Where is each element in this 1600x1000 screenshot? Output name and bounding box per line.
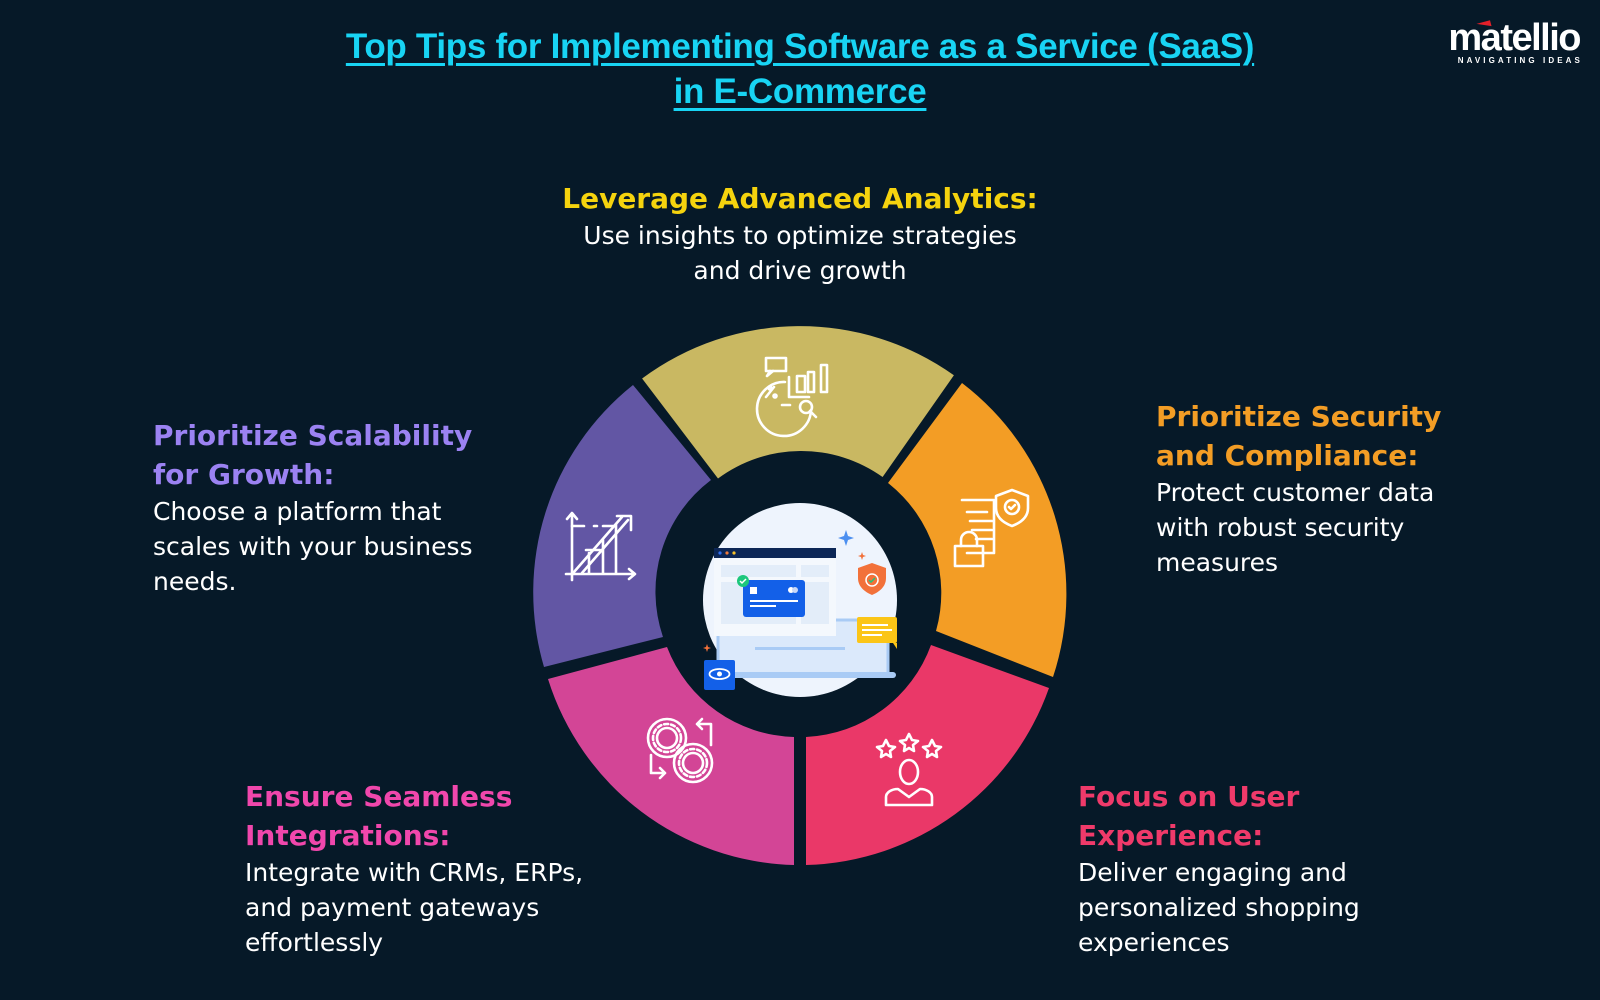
credit-card-icon <box>743 580 805 617</box>
logo-wordmark-text: matellio <box>1448 17 1581 59</box>
tip-scalability-heading-2: for Growth: <box>153 458 335 491</box>
tip-integrations-body-1: Integrate with CRMs, ERPs, <box>245 858 584 887</box>
shield-check-icon <box>858 563 886 595</box>
growth-chart-arrow-icon <box>564 511 637 582</box>
tip-security-body-3: measures <box>1156 548 1279 577</box>
tip-integrations: Ensure Seamless Integrations: Integrate … <box>245 777 583 960</box>
tip-scalability-body-1: Choose a platform that <box>153 497 442 526</box>
tip-scalability-body-2: scales with your business <box>153 532 473 561</box>
tip-analytics-heading: Leverage Advanced Analytics: <box>562 182 1038 215</box>
tip-integrations-body-3: effortlessly <box>245 928 384 957</box>
gears-sync-icon <box>646 717 714 784</box>
tip-scalability-heading-1: Prioritize Scalability <box>153 419 473 452</box>
tip-security-heading-2: and Compliance: <box>1156 439 1419 472</box>
tip-scalability-body-3: needs. <box>153 567 237 596</box>
tip-ux-body-2: personalized shopping <box>1078 893 1360 922</box>
tip-security-body-2: with robust security <box>1156 513 1405 542</box>
tip-security-body-1: Protect customer data <box>1156 478 1435 507</box>
document-shield-lock-icon <box>953 488 1030 568</box>
logo-tagline: NAVIGATING IDEAS <box>1457 56 1583 65</box>
tip-integrations-body-2: and payment gateways <box>245 893 540 922</box>
tip-security-heading-1: Prioritize Security <box>1156 400 1442 433</box>
tip-ux-body-1: Deliver engaging and <box>1078 858 1347 887</box>
sparkle-icon <box>838 530 854 546</box>
title-line-1: Top Tips for Implementing Software as a … <box>345 27 1255 66</box>
user-rating-stars-icon <box>875 732 943 807</box>
center-illustration <box>703 503 897 697</box>
brand-logo: matellio NAVIGATING IDEAS <box>1430 17 1583 65</box>
tip-analytics: Leverage Advanced Analytics: Use insight… <box>0 179 1600 288</box>
analytics-chart-icon <box>755 356 829 438</box>
page-title: Top Tips for Implementing Software as a … <box>0 24 1600 114</box>
title-line-2: in E-Commerce <box>673 72 927 111</box>
tip-analytics-body-2: and drive growth <box>693 256 907 285</box>
tip-ux: Focus on User Experience: Deliver engagi… <box>1078 777 1360 960</box>
tip-integrations-heading-2: Integrations: <box>245 819 451 852</box>
tip-integrations-heading-1: Ensure Seamless <box>245 780 513 813</box>
tip-security: Prioritize Security and Compliance: Prot… <box>1156 397 1441 580</box>
tip-ux-heading-1: Focus on User <box>1078 780 1300 813</box>
tip-ux-heading-2: Experience: <box>1078 819 1264 852</box>
tip-ux-body-3: experiences <box>1078 928 1230 957</box>
tip-scalability: Prioritize Scalability for Growth: Choos… <box>153 416 473 599</box>
logo-wordmark: matellio <box>1430 17 1581 59</box>
tip-analytics-body-1: Use insights to optimize strategies <box>583 221 1017 250</box>
segment-analytics <box>642 326 954 479</box>
